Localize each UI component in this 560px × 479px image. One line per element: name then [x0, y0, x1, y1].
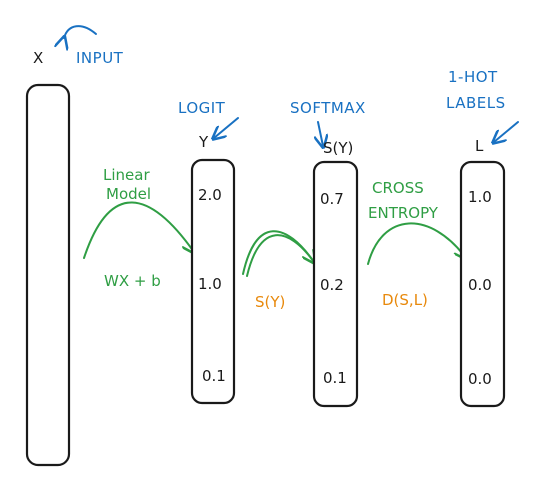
softmax-arrow-stroke2	[246, 234, 315, 277]
softmax-vector-box	[312, 160, 359, 408]
logit-value-1: 2.0	[198, 186, 222, 204]
onehot-value-1: 1.0	[468, 188, 492, 206]
linear-model-label-line2: Model	[106, 185, 151, 203]
input-annotation-arrow	[64, 25, 97, 38]
softmax-value-2: 0.2	[320, 276, 344, 294]
linear-model-arrow	[83, 201, 194, 259]
softmax-value-1: 0.7	[320, 190, 344, 208]
labels-var-label: L	[475, 137, 484, 155]
labels-annotation-line1: 1-HOT	[448, 68, 498, 86]
softmax-annotation-arrow	[318, 121, 323, 146]
logit-var-label: Y	[198, 133, 209, 151]
onehot-vector-box	[459, 160, 506, 408]
cross-entropy-function-label: D(S,L)	[382, 291, 428, 309]
linear-formula: WX + b	[104, 272, 161, 290]
cross-entropy-label-line1: CROSS	[372, 179, 424, 197]
labels-annotation-arrow	[494, 121, 519, 142]
input-vector-box	[25, 83, 71, 467]
logit-annotation: LOGIT	[178, 99, 226, 117]
labels-annotation-line2: LABELS	[446, 94, 506, 112]
softmax-annotation: SOFTMAX	[290, 99, 366, 117]
cross-entropy-label-line2: ENTROPY	[368, 204, 439, 222]
logit-annotation-arrow	[214, 117, 239, 138]
softmax-arrow	[242, 230, 314, 275]
input-var-label: X	[33, 49, 43, 67]
onehot-value-2: 0.0	[468, 276, 492, 294]
softmax-function-label: S(Y)	[255, 293, 285, 311]
onehot-value-3: 0.0	[468, 370, 492, 388]
logit-value-3: 0.1	[202, 367, 226, 385]
logit-value-2: 1.0	[198, 275, 222, 293]
softmax-var-label: S(Y)	[323, 139, 353, 157]
input-annotation: INPUT	[76, 49, 124, 67]
logit-vector-box	[190, 158, 236, 405]
linear-model-label-line1: Linear	[103, 166, 150, 184]
softmax-value-3: 0.1	[323, 369, 347, 387]
cross-entropy-arrow	[367, 222, 466, 265]
